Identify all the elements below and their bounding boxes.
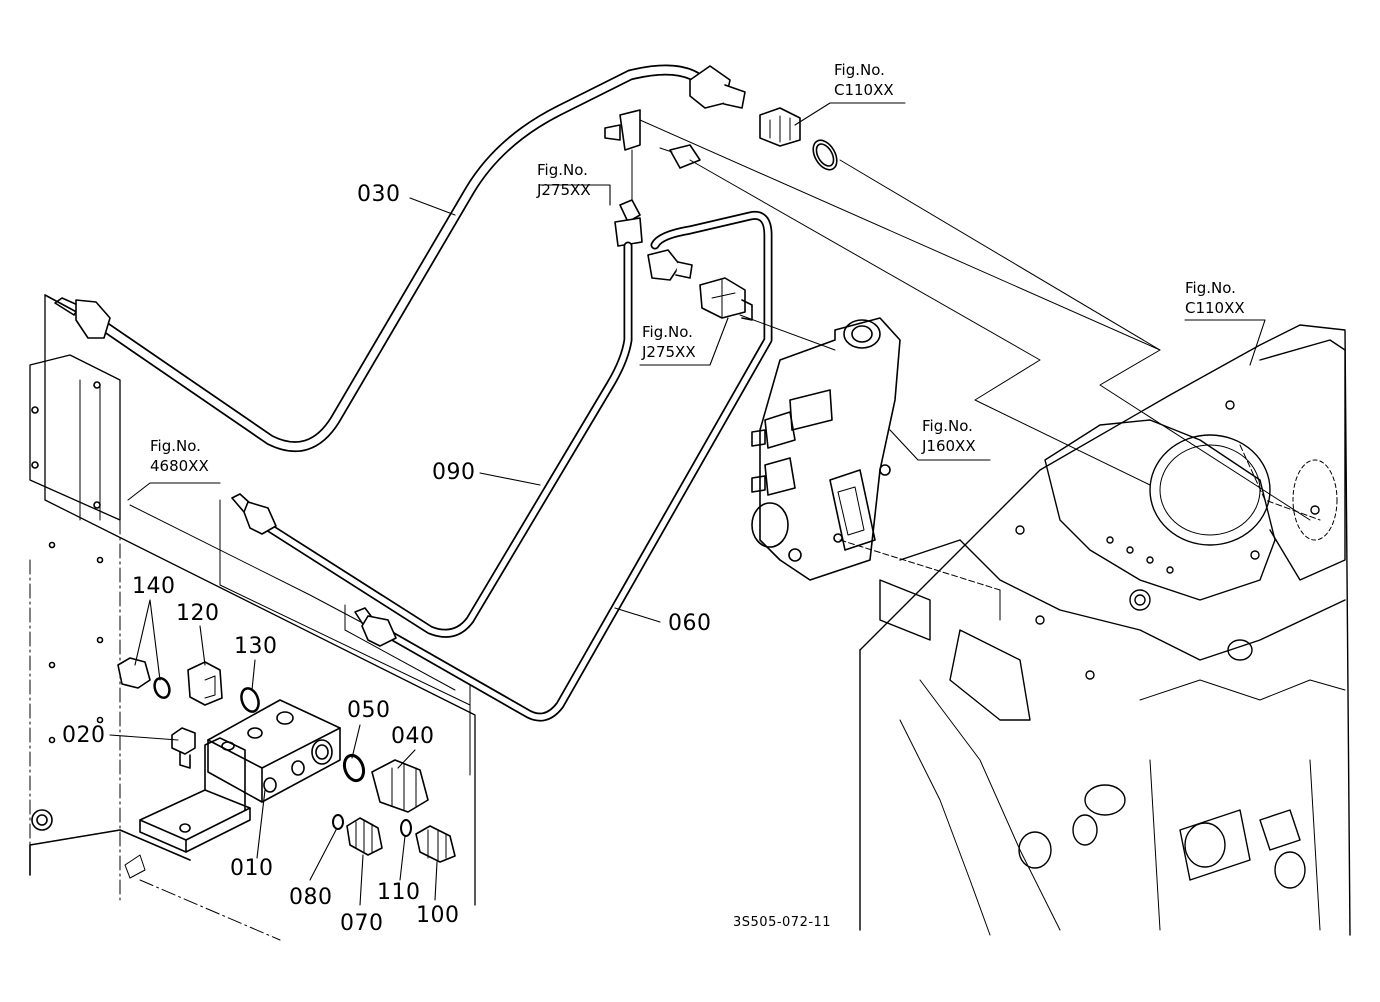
part-label-130: 130 [234,634,278,659]
fig-ref-j275-lower: Fig.No. J275XX [642,322,696,362]
part-label-120: 120 [176,601,220,626]
plugs-and-orings [117,657,456,863]
fig-ref-j275-lower-line2: J275XX [642,343,696,361]
part-label-080: 080 [289,885,333,910]
fig-ref-c110-right: Fig.No. C110XX [1185,278,1245,318]
fig-ref-c110-top-line2: C110XX [834,81,894,99]
part-label-010: 010 [230,856,274,881]
document-id: 3S505-072-11 [733,915,832,930]
fig-ref-c110-top: Fig.No. C110XX [834,60,894,100]
fig-ref-c110-top-line1: Fig.No. [834,61,885,79]
leader-lines [109,102,1266,906]
fig-ref-j160-line2: J160XX [922,437,976,455]
part-label-040: 040 [391,724,435,749]
control-valve [739,314,901,581]
part-label-100: 100 [416,903,460,928]
left-housing-frame [29,294,476,941]
tee-fitting [699,277,753,321]
top-fittings [604,107,838,247]
transmission-case [859,324,1351,936]
fig-ref-4680-line2: 4680XX [150,457,209,475]
fig-ref-c110-right-line1: Fig.No. [1185,279,1236,297]
fig-ref-j275-upper-line1: Fig.No. [537,161,588,179]
fig-ref-j160-line1: Fig.No. [922,417,973,435]
part-label-060: 060 [668,611,712,636]
fig-ref-j275-upper-line2: J275XX [537,181,591,199]
fig-ref-4680-line1: Fig.No. [150,437,201,455]
pipe-090 [231,241,633,638]
fig-ref-j275-upper: Fig.No. J275XX [537,160,591,200]
part-label-140: 140 [132,574,176,599]
fig-ref-j160: Fig.No. J160XX [922,416,976,456]
part-label-050: 050 [347,698,391,723]
part-label-020: 020 [62,723,106,748]
fig-ref-4680: Fig.No. 4680XX [150,436,209,476]
fig-ref-j275-lower-line1: Fig.No. [642,323,693,341]
part-label-110: 110 [377,880,421,905]
reference-lines [219,119,1321,706]
distribution-block [139,699,341,853]
pipe-060 [354,210,773,722]
part-label-090: 090 [432,460,476,485]
pipe-030 [54,64,746,453]
part-label-030: 030 [357,182,401,207]
fig-ref-c110-right-line2: C110XX [1185,299,1245,317]
bolt-020 [171,727,196,769]
part-label-070: 070 [340,911,384,936]
